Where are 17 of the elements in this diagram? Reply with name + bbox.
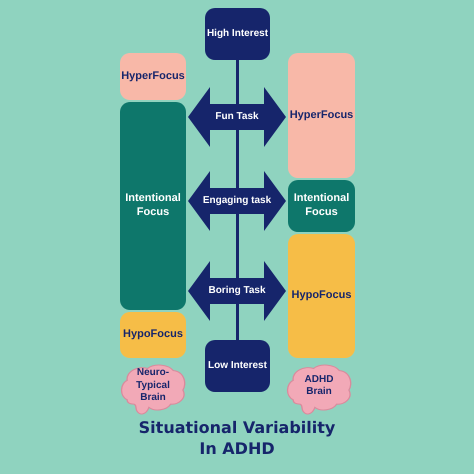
double-arrow [188,171,286,231]
double-arrow [188,87,286,147]
brain-shape: ADHD Brain [285,362,353,416]
focus-box: Intentional Focus [288,180,355,232]
connector-line [236,60,239,340]
interest-box: High Interest [205,8,270,60]
double-arrow [188,261,286,321]
focus-box: HypoFocus [120,312,186,358]
interest-box: Low Interest [205,340,270,392]
focus-box: HypoFocus [288,234,355,358]
edge-label: Engaging task [200,194,274,208]
focus-box: HyperFocus [120,53,186,100]
focus-box: Intentional Focus [120,102,186,310]
title: Situational Variability In ADHD [138,418,336,460]
edge-label: Boring Task [206,284,268,298]
focus-box: HyperFocus [288,53,355,178]
brain-shape: Neuro- Typical Brain [119,362,187,416]
